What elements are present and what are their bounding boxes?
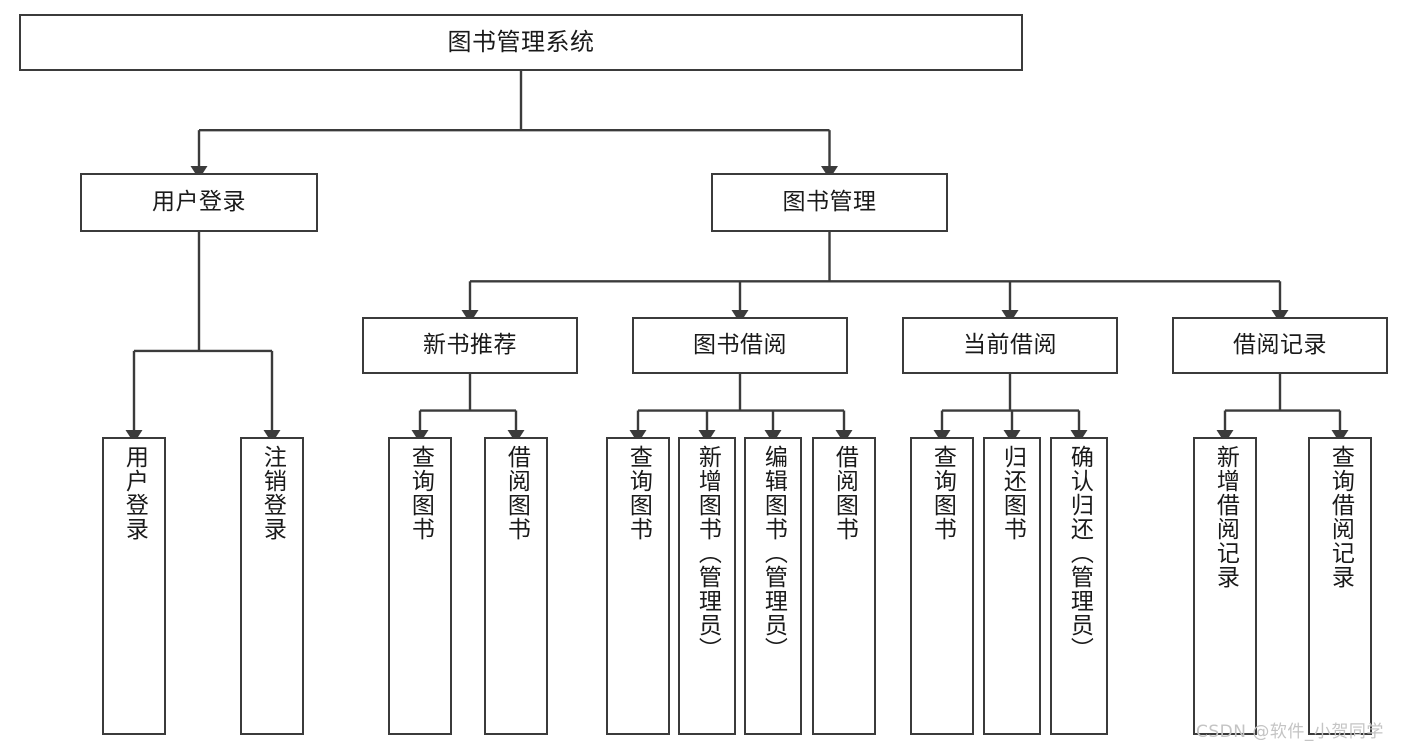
node-leaf-add-book[interactable]: 新增图书（管理员）	[678, 437, 736, 735]
node-leaf-edit-book[interactable]: 编辑图书（管理员）	[744, 437, 802, 735]
node-borrow-record[interactable]: 借阅记录	[1172, 317, 1388, 374]
node-label-root: 图书管理系统	[447, 28, 595, 57]
node-leaf-user-login[interactable]: 用户登录	[102, 437, 166, 735]
node-label-leaf-query-record: 查询借阅记录	[1327, 445, 1354, 589]
node-leaf-borrow-book-1[interactable]: 借阅图书	[484, 437, 548, 735]
node-leaf-query-record[interactable]: 查询借阅记录	[1308, 437, 1372, 735]
node-leaf-confirm-return[interactable]: 确认归还（管理员）	[1050, 437, 1108, 735]
node-leaf-query-book-2[interactable]: 查询图书	[606, 437, 670, 735]
node-label-leaf-query-book-1: 查询图书	[407, 445, 434, 541]
node-current-borrow[interactable]: 当前借阅	[902, 317, 1118, 374]
node-label-leaf-user-logout: 注销登录	[259, 445, 286, 541]
node-new-book-rec[interactable]: 新书推荐	[362, 317, 578, 374]
node-label-leaf-add-book: 新增图书（管理员）	[694, 445, 721, 661]
node-leaf-query-book-3[interactable]: 查询图书	[910, 437, 974, 735]
node-root[interactable]: 图书管理系统	[19, 14, 1023, 71]
node-label-book-borrow: 图书借阅	[693, 331, 787, 358]
node-label-book-manage: 图书管理	[782, 188, 877, 215]
node-leaf-borrow-book-2[interactable]: 借阅图书	[812, 437, 876, 735]
node-leaf-return-book[interactable]: 归还图书	[983, 437, 1041, 735]
node-label-borrow-record: 借阅记录	[1233, 331, 1327, 358]
node-book-borrow[interactable]: 图书借阅	[632, 317, 848, 374]
node-leaf-query-book-1[interactable]: 查询图书	[388, 437, 452, 735]
node-leaf-user-logout[interactable]: 注销登录	[240, 437, 304, 735]
csdn-watermark: CSDN @软件_小贺同学	[1196, 722, 1384, 742]
node-label-leaf-borrow-book-2: 借阅图书	[831, 445, 858, 541]
node-label-leaf-user-login: 用户登录	[121, 445, 148, 541]
node-label-leaf-query-book-2: 查询图书	[625, 445, 652, 541]
node-label-leaf-return-book: 归还图书	[999, 445, 1026, 541]
node-label-leaf-add-record: 新增借阅记录	[1212, 445, 1239, 589]
node-book-manage[interactable]: 图书管理	[711, 173, 948, 232]
node-label-user-login: 用户登录	[152, 188, 246, 215]
node-label-leaf-borrow-book-1: 借阅图书	[503, 445, 530, 541]
node-label-new-book-rec: 新书推荐	[423, 331, 517, 358]
node-user-login[interactable]: 用户登录	[80, 173, 318, 232]
node-leaf-add-record[interactable]: 新增借阅记录	[1193, 437, 1257, 735]
node-label-current-borrow: 当前借阅	[963, 331, 1057, 358]
node-label-leaf-edit-book: 编辑图书（管理员）	[760, 445, 787, 661]
connector-paths	[125, 71, 1349, 444]
node-label-leaf-confirm-return: 确认归还（管理员）	[1066, 445, 1093, 661]
node-label-leaf-query-book-3: 查询图书	[929, 445, 956, 541]
